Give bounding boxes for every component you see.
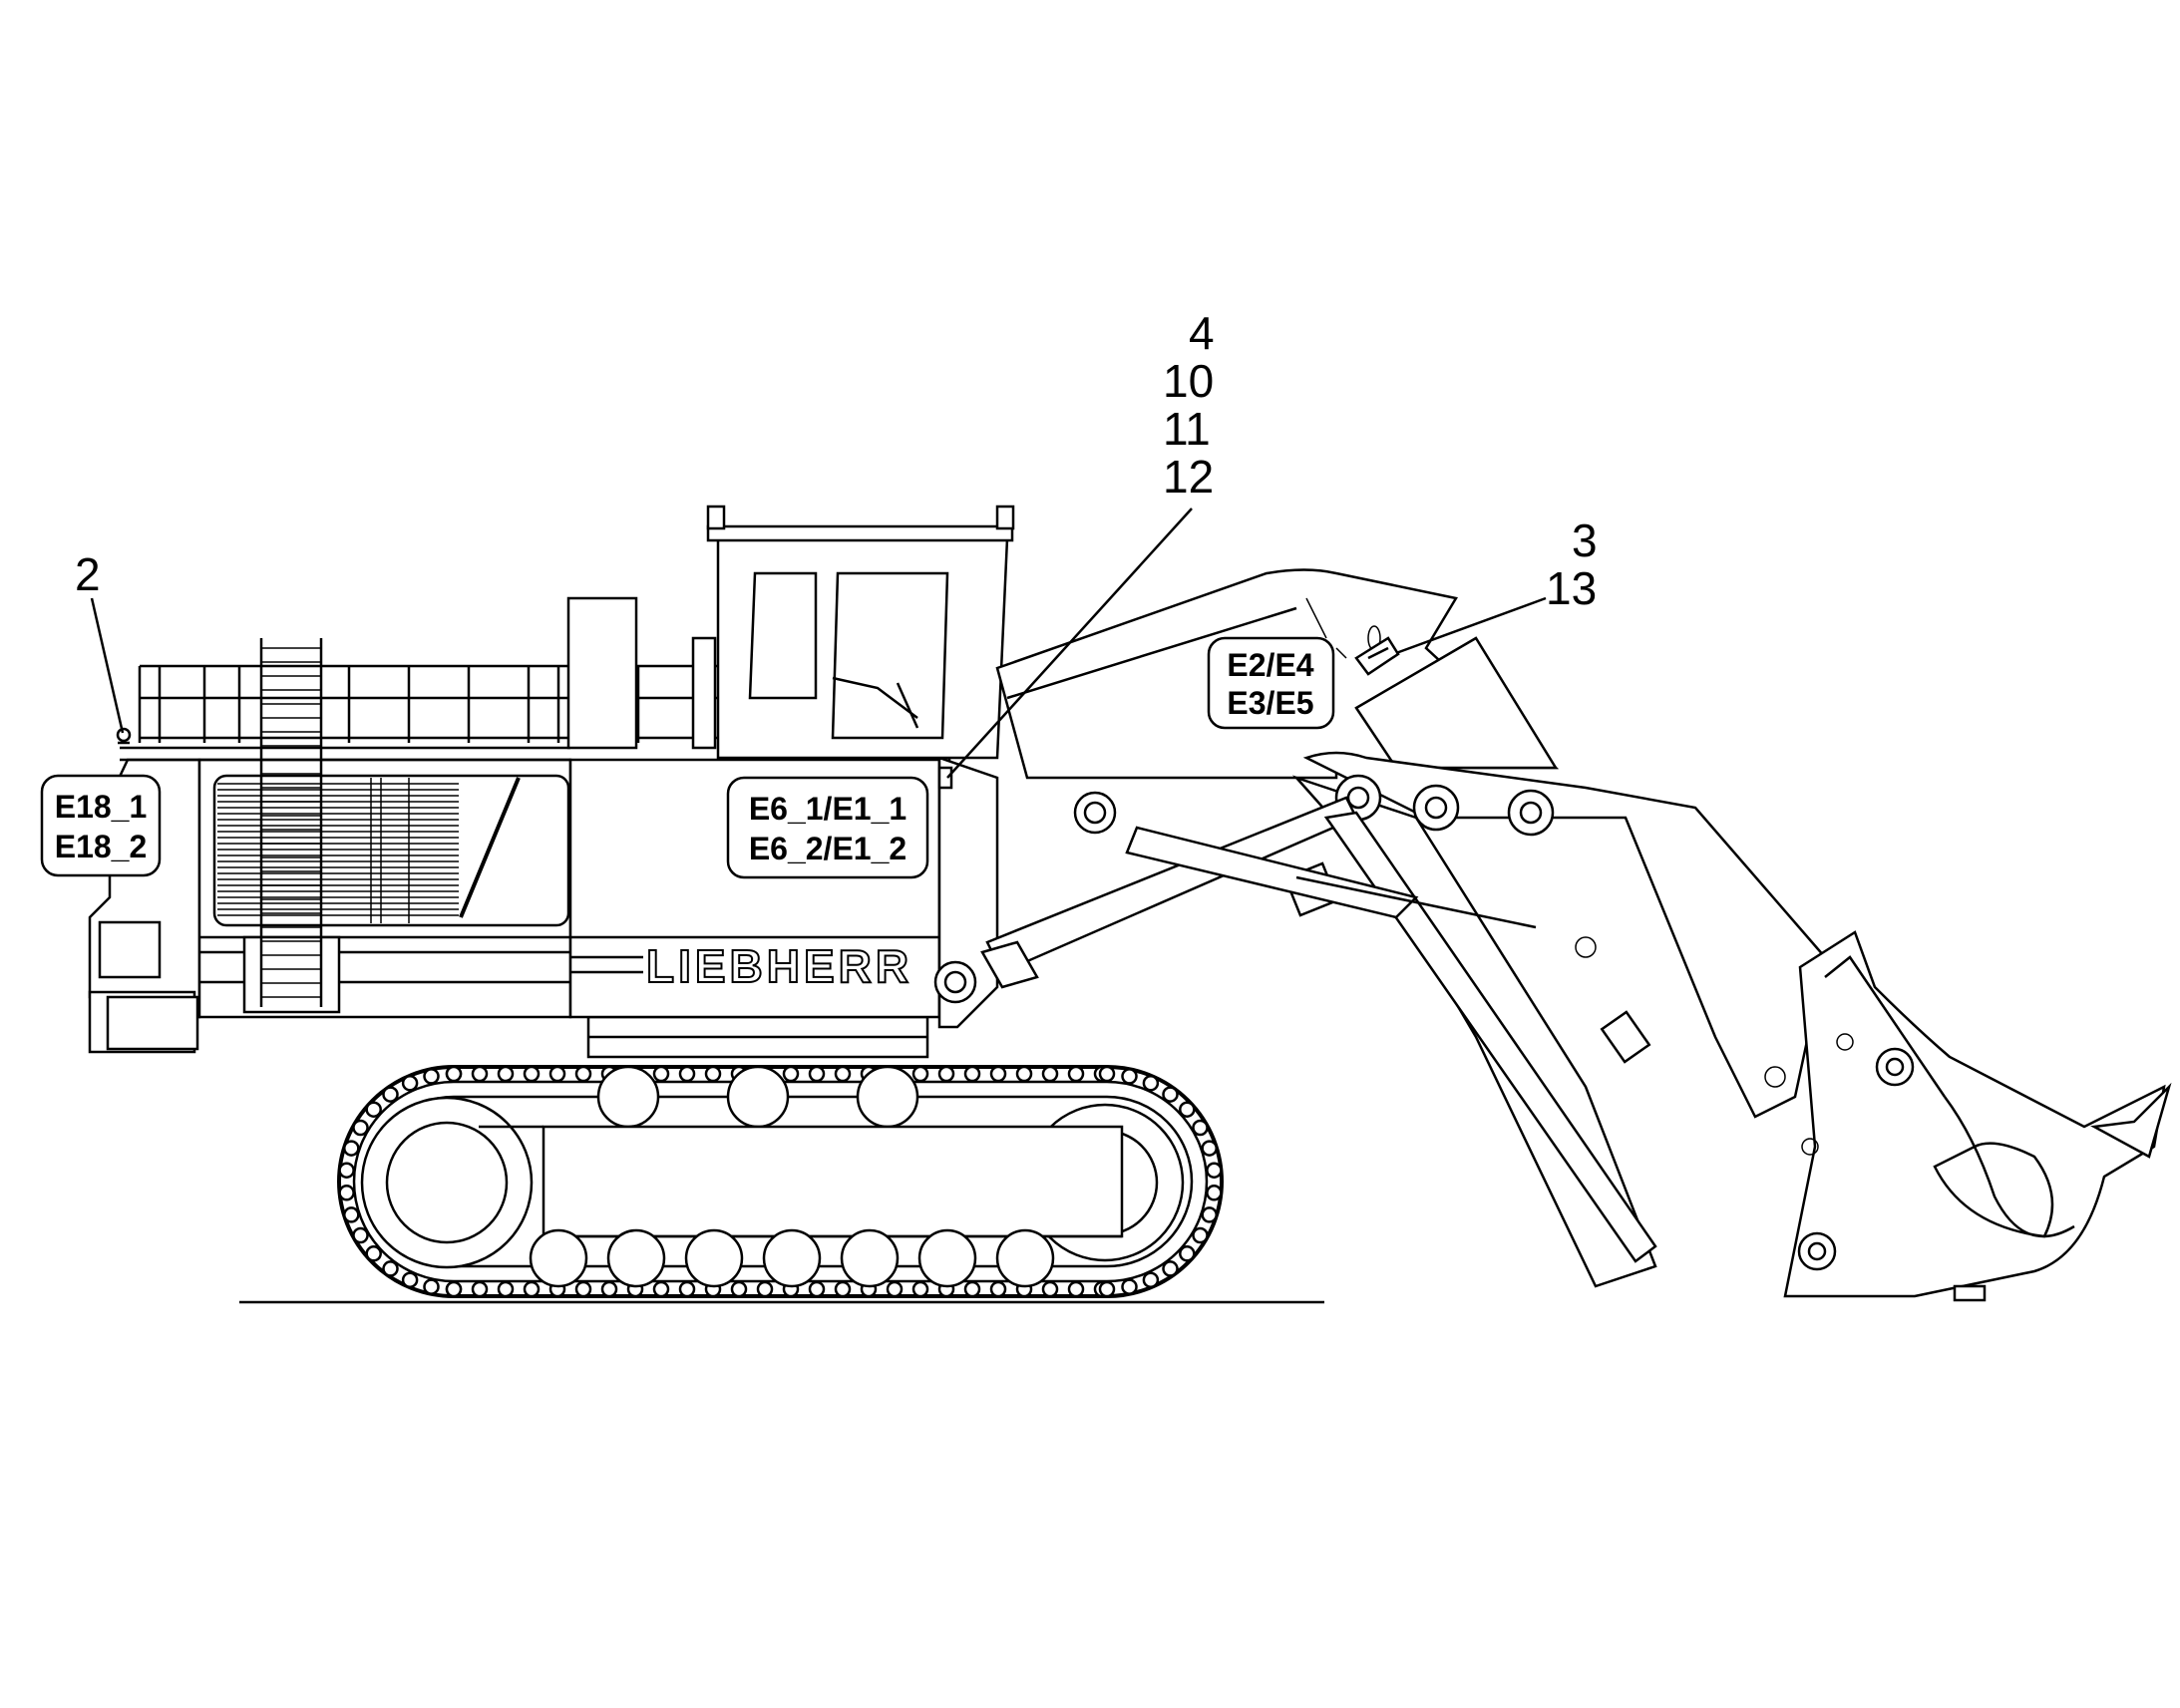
leader-line-3-13 (1395, 596, 1547, 655)
leader-line-2 (90, 597, 125, 734)
liebherr-logo: LIEBHERR (646, 940, 912, 992)
track-frame (542, 1125, 1124, 1238)
callout-4: 4 (1189, 307, 1215, 359)
svg-text:E18_1: E18_1 (55, 789, 148, 825)
callout-3: 3 (1572, 514, 1598, 566)
operator-cab (691, 505, 1015, 760)
svg-text:E6_2/E1_2: E6_2/E1_2 (749, 831, 907, 866)
stick (1291, 751, 1827, 1288)
bucket (1783, 930, 2172, 1302)
decal-marker-rear (116, 727, 132, 745)
callout-13: 13 (1546, 562, 1597, 614)
leader-line-4-12 (946, 508, 1193, 779)
svg-text:E3/E5: E3/E5 (1227, 685, 1313, 721)
decal-marker-boom (1354, 636, 1400, 676)
radiator-grille (212, 774, 570, 927)
exhaust-stack (566, 596, 638, 750)
callout-2: 2 (75, 548, 101, 600)
label-box-e2-e5: E2/E4 E3/E5 (1207, 636, 1335, 730)
decal-marker-front (937, 766, 953, 790)
hydraulic-cylinders (980, 796, 1657, 1263)
callout-11: 11 (1163, 403, 1211, 455)
svg-text:E18_2: E18_2 (55, 829, 148, 864)
label-box-e18: E18_1 E18_2 (40, 774, 162, 877)
label-box-e6-e1: E6_1/E1_1 E6_2/E1_2 (726, 776, 929, 879)
callout-12: 12 (1163, 451, 1214, 503)
svg-text:E6_1/E1_1: E6_1/E1_1 (749, 791, 907, 827)
svg-text:E2/E4: E2/E4 (1227, 647, 1313, 683)
crawler-track (337, 1065, 1224, 1298)
callout-10: 10 (1163, 355, 1214, 407)
